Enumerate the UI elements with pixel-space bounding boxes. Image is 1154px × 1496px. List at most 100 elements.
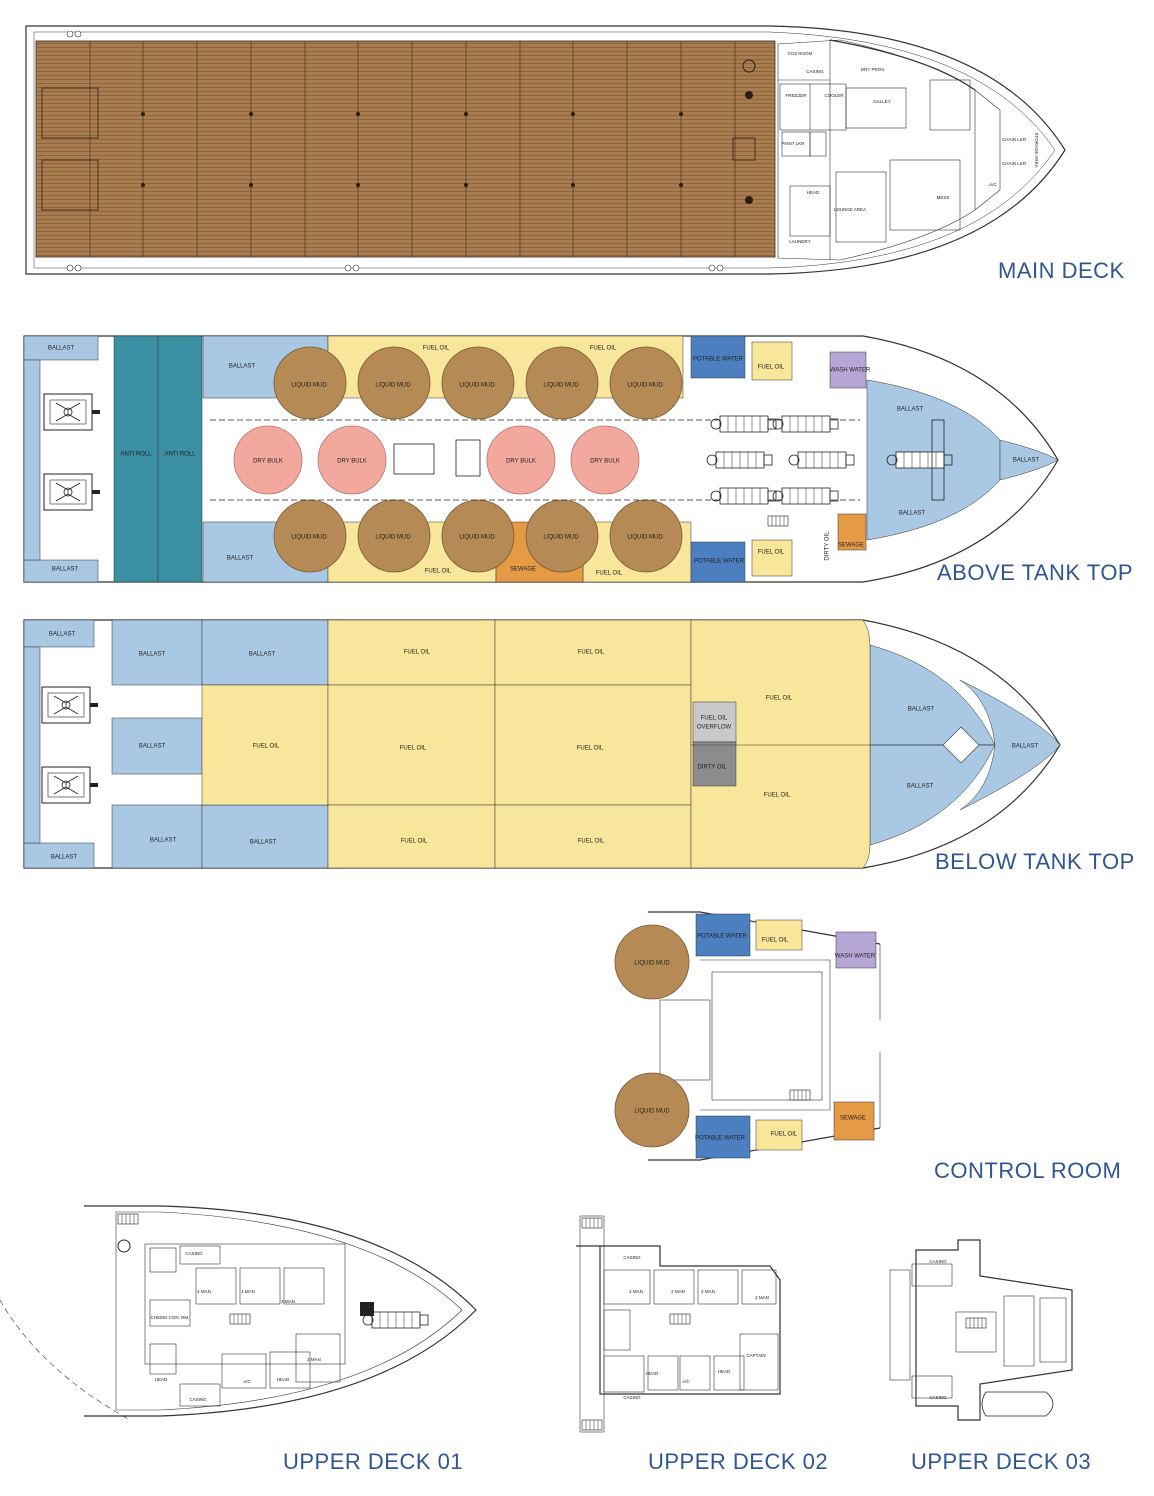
co2-room-label: CO2 ROOM [788,51,813,56]
label-ballast-p: BALLAST [229,364,256,370]
upper-deck-03-title: UPPER DECK 03 [911,1449,1092,1474]
label-liquid-mud-1: LIQUID MUD [291,383,327,389]
cr-fuel-oil-1 [755,919,803,951]
label-sewage: SEWAGE [510,567,536,573]
label-ballast-aft-s: BALLAST [52,567,79,573]
label-fo-overflow-2: OVERFLOW [697,725,732,731]
label-lb-fuel-5: FUEL OIL [577,746,604,752]
label-fuel-oil-5: FUEL OIL [758,365,785,371]
label-anti-roll-2: ANTI ROLL [164,452,196,458]
potable-water-tank-2 [690,541,746,583]
ud1-casing-2: CASING [189,1397,207,1402]
cr-label-wash-water: WASH WATER [835,954,876,960]
upper-deck-01-title: UPPER DECK 01 [283,1449,464,1474]
label-liquid-mud-7: LIQUID MUD [375,535,411,541]
label-sewage-fwd: SEWAGE [838,543,864,549]
label-liquid-mud-3: LIQUID MUD [459,383,495,389]
label-dry-bulk-2: DRY BULK [337,459,367,465]
ud1-casing-1: CASING [185,1251,203,1256]
ud1-ac: A/C [243,1379,251,1384]
label-dry-bulk-3: DRY BULK [506,459,536,465]
cr-label-potable-water-1: POTABLE WATER [697,934,748,940]
label-potable-water: POTABLE WATER [693,357,744,363]
cr-label-liquid-mud-2: LIQUID MUD [634,1109,670,1115]
cr-potable-water-2 [695,1115,751,1159]
upper-deck-02-title: UPPER DECK 02 [648,1449,829,1474]
upper-deck-01-plan: CASING CASING 4 MAN 4 MAN 2 MAN 2 MAN CH… [0,1205,477,1421]
freezer-label: FREEZER [785,93,807,98]
ud1-head-2: HEAD [277,1377,290,1382]
label-ballast-fwd-s: BALLAST [899,511,926,517]
cr-sewage [833,1101,875,1141]
control-room-plan: LIQUID MUD LIQUID MUD POTABLE WATER POTA… [614,911,881,1161]
dry-prov-label: DRY PROV. [861,67,885,72]
label-fuel-oil-4: FUEL OIL [596,571,623,577]
dry-bulk-tanks [233,425,640,495]
below-tank-top-plan: BALLAST BALLAST BALLAST BALLAST BALLAST … [23,619,1061,869]
cr-label-potable-water-2: POTABLE WATER [695,1136,746,1142]
chain-locker-2-label: CHAIN LKR [1002,161,1027,166]
cr-fuel-oil-2 [755,1119,803,1151]
label-lb-ballast-5: BALLAST [150,838,177,844]
ud2-casing-2: CASING [623,1395,641,1400]
label-lb-ballast-10: BALLAST [1012,744,1039,750]
label-dry-bulk-4: DRY BULK [590,459,620,465]
label-lb-fuel-3: FUEL OIL [253,744,280,750]
cr-potable-water-1 [695,913,751,957]
ud1-4man-2: 4 MAN [241,1289,255,1294]
lounge-label: LOUNGE AREA [834,207,866,212]
head-label: HEAD [807,190,820,195]
cr-label-liquid-mud-1: LIQUID MUD [634,961,670,967]
label-fuel-oil-3: FUEL OIL [425,569,452,575]
label-potable-water-2: POTABLE WATER [694,559,745,565]
dirty-oil-tank [692,741,737,787]
label-liquid-mud-8: LIQUID MUD [459,535,495,541]
ud2-2man-1: 2 MAN [629,1289,643,1294]
wash-water-tank [829,351,867,389]
above-tank-top-plan: BALLAST BALLAST BALLAST BALLAST BALLAST … [23,335,1059,583]
cr-liquid-mud-2 [614,1072,690,1148]
label-liquid-mud-10: LIQUID MUD [627,535,663,541]
label-ballast-bow: BALLAST [1013,458,1040,464]
label-lb-ballast-3: BALLAST [139,652,166,658]
potable-water-tank [690,335,746,379]
ud1-2man-2: 2 MAN [307,1357,321,1362]
ud2-2man-3: 2 MAN [701,1289,715,1294]
storage-label: STORAGE AREA [1034,132,1039,167]
ac-label: A/C [989,182,997,187]
fuel-oil-overflow-tank [692,701,737,743]
cr-label-sewage: SEWAGE [840,1116,866,1122]
label-lb-fuel-7: FUEL OIL [578,839,605,845]
cr-label-fuel-oil-1: FUEL OIL [762,938,789,944]
ud2-head-2: HEAD [718,1369,731,1374]
upper-deck-02-plan: CASING CASING 2 MAN 2 MAN 2 MAN 2 MAN CA… [576,1215,781,1433]
ud1-4man-1: 4 MAN [197,1289,211,1294]
ud2-captain: CAPTAIN [746,1353,765,1358]
cr-liquid-mud-1 [614,924,690,1000]
label-lb-ballast-1: BALLAST [49,632,76,638]
label-fuel-oil-1: FUEL OIL [423,346,450,352]
label-lb-fuel-2: FUEL OIL [578,650,605,656]
ud2-2man-2: 2 MAN [671,1289,685,1294]
chain-locker-1-label: CHAIN LKR [1002,137,1027,142]
galley-label: GALLEY [873,99,891,104]
upper-deck-03-plan: CASING CASING [889,1239,1073,1421]
label-fuel-oil-6: FUEL OIL [758,550,785,556]
label-fuel-oil-2: FUEL OIL [590,346,617,352]
anti-roll-tanks [113,335,203,583]
label-lb-ballast-4: BALLAST [139,744,166,750]
label-liquid-mud-4: LIQUID MUD [543,383,579,389]
ud1-2man-1: 2 MAN [281,1299,295,1304]
main-deck-plan: CO2 ROOM CASING DRY PROV. FREEZER COOLER… [25,25,1066,275]
ud1-head-1: HEAD [155,1377,168,1382]
ud2-ac: A/C [682,1379,690,1384]
label-dry-bulk-1: DRY BULK [253,459,283,465]
label-dirty-oil: DIRTY OIL [697,765,727,771]
fuel-oil-tanks-lower [201,619,871,869]
label-lb-fuel-6: FUEL OIL [401,839,428,845]
label-ballast-s: BALLAST [227,556,254,562]
laundry-label: LAUNDRY [789,239,810,244]
below-tank-top-title: BELOW TANK TOP [935,849,1135,874]
label-lb-ballast-9: BALLAST [907,784,934,790]
label-lb-fuel-4: FUEL OIL [400,746,427,752]
